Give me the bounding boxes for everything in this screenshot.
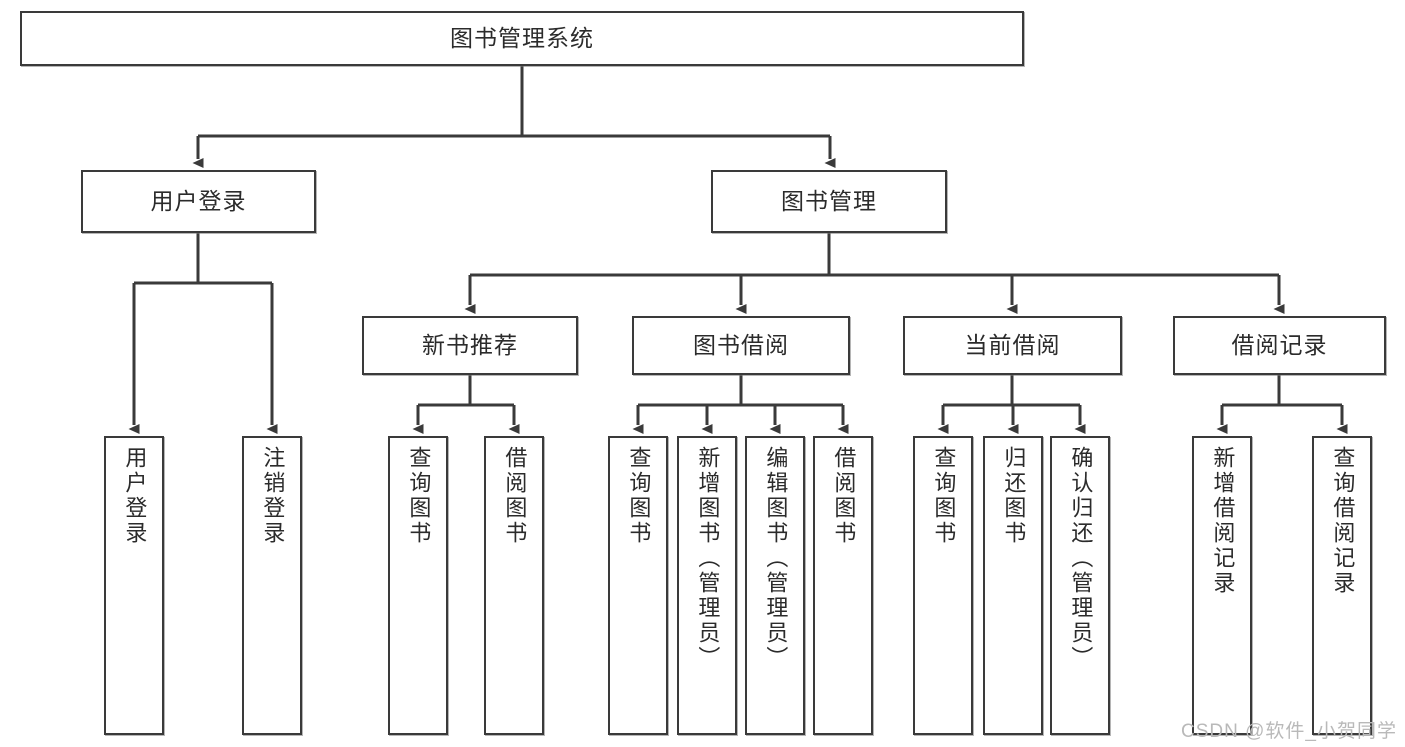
leaf-node-label: 查询图书: [626, 446, 652, 546]
node-user-login[interactable]: 用户登录: [81, 170, 316, 233]
leaf-node-label: 新增借阅记录: [1210, 446, 1236, 596]
node-book-management[interactable]: 图书管理: [711, 170, 947, 233]
leaf-node[interactable]: 注销登录: [242, 436, 302, 735]
node-root[interactable]: 图书管理系统: [20, 11, 1024, 66]
node-new-book-recommend[interactable]: 新书推荐: [362, 316, 578, 375]
leaf-node[interactable]: 新增图书（管理员）: [677, 436, 737, 735]
leaf-node-label: 查询借阅记录: [1330, 446, 1356, 596]
leaf-node-label: 用户登录: [122, 446, 148, 546]
leaf-node[interactable]: 查询图书: [388, 436, 448, 735]
leaf-node[interactable]: 借阅图书: [813, 436, 873, 735]
leaf-node[interactable]: 借阅图书: [484, 436, 544, 735]
leaf-node-label: 确认归还（管理员）: [1068, 446, 1094, 671]
node-current-borrow[interactable]: 当前借阅: [903, 316, 1122, 375]
node-book-borrow[interactable]: 图书借阅: [632, 316, 850, 375]
leaf-node[interactable]: 编辑图书（管理员）: [745, 436, 805, 735]
leaf-node[interactable]: 查询图书: [913, 436, 973, 735]
leaf-node-label: 注销登录: [260, 446, 286, 546]
leaf-node-label: 借阅图书: [831, 446, 857, 546]
leaf-node-label: 新增图书（管理员）: [695, 446, 721, 671]
node-borrow-record[interactable]: 借阅记录: [1173, 316, 1386, 375]
leaf-node-label: 编辑图书（管理员）: [763, 446, 789, 671]
leaf-node-label: 归还图书: [1001, 446, 1027, 546]
leaf-node[interactable]: 确认归还（管理员）: [1050, 436, 1110, 735]
leaf-node[interactable]: 查询借阅记录: [1312, 436, 1372, 735]
leaf-node[interactable]: 查询图书: [608, 436, 668, 735]
leaf-node[interactable]: 新增借阅记录: [1192, 436, 1252, 735]
leaf-node-label: 查询图书: [406, 446, 432, 546]
leaf-node[interactable]: 用户登录: [104, 436, 164, 735]
leaf-node-label: 借阅图书: [502, 446, 528, 546]
leaf-node-label: 查询图书: [931, 446, 957, 546]
leaf-node[interactable]: 归还图书: [983, 436, 1043, 735]
